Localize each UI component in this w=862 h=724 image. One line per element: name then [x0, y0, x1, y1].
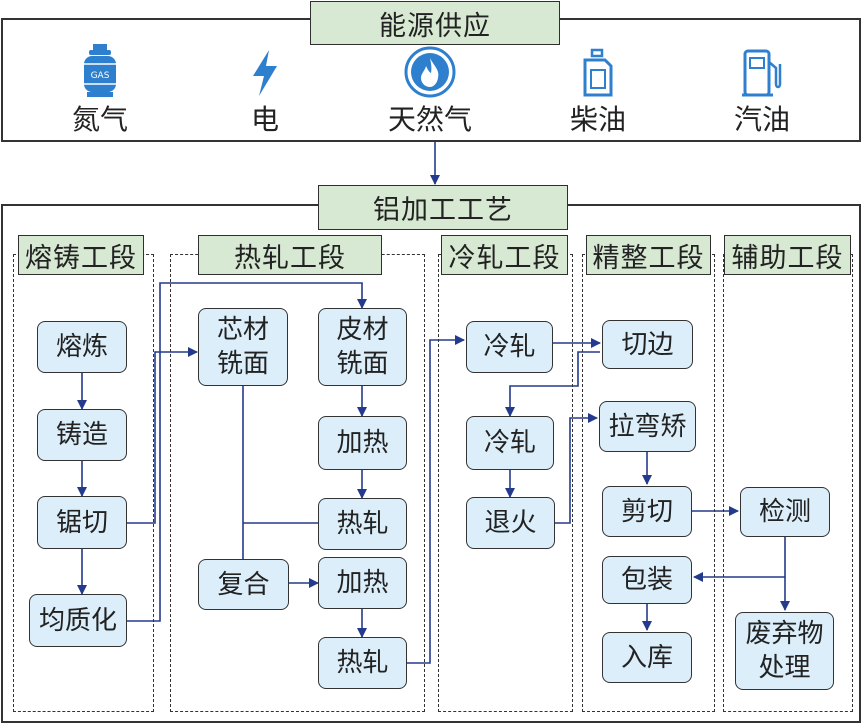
- flame-icon: [404, 46, 456, 98]
- section-title-casting: 熔铸工段: [18, 235, 144, 275]
- node-heating-1: 加热: [318, 416, 407, 470]
- node-hot-rolling-1: 热轧: [318, 498, 407, 550]
- node-warehousing: 入库: [602, 632, 692, 683]
- arrow-edgetrim-coldroll2: [505, 351, 600, 417]
- node-homogenize: 均质化: [29, 594, 127, 647]
- arrow-hotroll2-coldroll: [407, 335, 465, 664]
- energy-source-label: 氮气: [71, 103, 128, 136]
- section-title-finishing: 精整工段: [586, 235, 711, 275]
- node-heating-2: 加热: [318, 557, 407, 609]
- section-title-cold-rolling: 冷轧工段: [441, 235, 568, 275]
- node-annealing: 退火: [466, 497, 555, 549]
- energy-source-label: 柴油: [569, 103, 626, 136]
- node-casting: 铸造: [37, 409, 127, 461]
- fuel-can-icon: [583, 48, 613, 97]
- energy-source-nitrogen: GAS 氮气: [40, 42, 160, 138]
- energy-source-gasoline: 汽油: [702, 42, 822, 138]
- node-packing: 包装: [602, 556, 692, 604]
- arrow-anneal-tension: [555, 413, 598, 524]
- svg-text:GAS: GAS: [91, 71, 110, 81]
- node-hot-rolling-2: 热轧: [318, 637, 407, 689]
- energy-source-label: 电: [250, 103, 279, 136]
- energy-source-diesel: 柴油: [538, 42, 658, 138]
- fuel-pump-icon: [742, 49, 782, 97]
- node-skin-milling: 皮材 铣面: [318, 308, 407, 386]
- energy-source-label: 汽油: [733, 103, 790, 136]
- arrow-homogenize-skin-mill: [127, 282, 367, 622]
- node-melting: 熔炼: [37, 321, 127, 373]
- lightning-icon: [253, 50, 277, 96]
- section-title-auxiliary: 辅助工段: [724, 235, 851, 275]
- energy-source-natural-gas: 天然气: [370, 42, 490, 138]
- node-core-milling: 芯材 铣面: [198, 308, 288, 386]
- node-composite: 复合: [198, 559, 289, 610]
- gas-cylinder-icon: GAS: [84, 44, 116, 97]
- node-tension-leveling: 拉弯矫: [599, 401, 696, 452]
- node-inspection: 检测: [740, 487, 830, 537]
- section-title-hot-rolling: 热轧工段: [198, 235, 382, 275]
- arrow-sawing-core-mill: [127, 347, 198, 524]
- energy-supply-title: 能源供应: [310, 1, 560, 45]
- node-sawing: 锯切: [37, 496, 127, 549]
- node-shearing: 剪切: [602, 486, 692, 537]
- node-edge-trimming: 切边: [602, 320, 693, 369]
- node-waste-treatment: 废弃物 处理: [735, 612, 834, 690]
- node-cold-rolling-2: 冷轧: [466, 416, 554, 470]
- energy-source-electricity: 电: [205, 42, 325, 138]
- process-title: 铝加工工艺: [318, 185, 568, 230]
- energy-source-label: 天然气: [387, 103, 472, 136]
- node-cold-rolling-1: 冷轧: [466, 321, 553, 373]
